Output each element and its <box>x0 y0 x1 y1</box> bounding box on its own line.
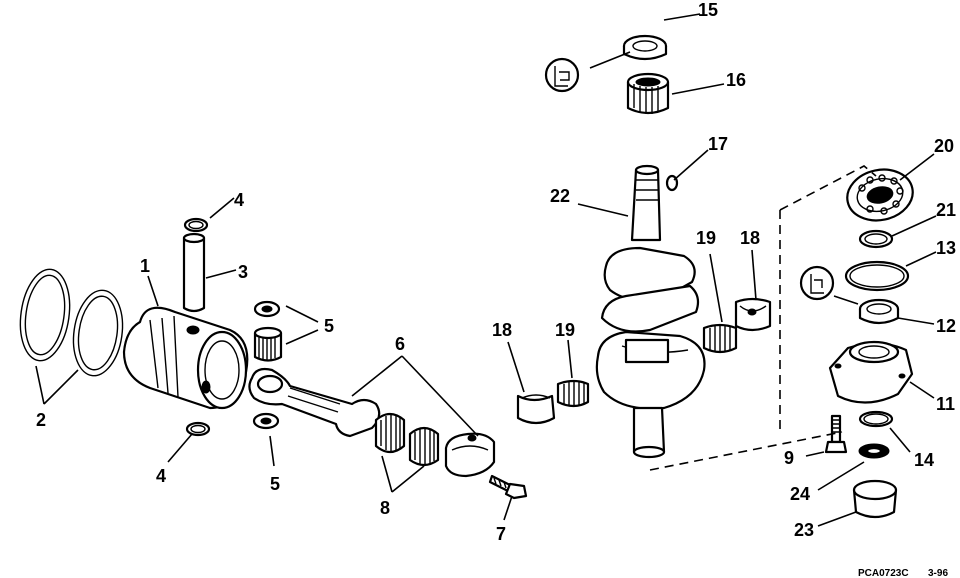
callout-19-right: 19 <box>696 228 716 248</box>
sealant-symbol-top <box>544 57 580 93</box>
callout-17: 17 <box>708 134 728 154</box>
retaining-ring-lower <box>185 421 211 437</box>
callout-20: 20 <box>934 136 954 156</box>
callout-2: 2 <box>36 410 46 430</box>
callout-21: 21 <box>936 200 956 220</box>
connecting-rod-cap <box>444 432 496 478</box>
crankshaft-bearing-half-18-left <box>516 394 556 425</box>
retaining-ring-21 <box>858 229 894 249</box>
callout-24: 24 <box>790 484 810 504</box>
o-ring-13 <box>844 260 910 292</box>
seal-15 <box>622 34 668 61</box>
needle-bearing-16 <box>626 72 670 115</box>
callout-4-lower: 4 <box>156 466 166 486</box>
callout-13: 13 <box>936 238 956 258</box>
crankshaft-bearing-half-18-right <box>734 297 772 332</box>
crankshaft-bearing-cage-19-right <box>702 323 738 354</box>
figure-ref-date: 3-96 <box>928 568 948 578</box>
figure-ref-code: PCA0723C <box>858 568 909 578</box>
callout-18-left: 18 <box>492 320 512 340</box>
callout-23: 23 <box>794 520 814 540</box>
callout-3: 3 <box>238 262 248 282</box>
callout-18-right: 18 <box>740 228 760 248</box>
lower-bearing-housing <box>828 340 914 404</box>
rod-needle-bearing-1 <box>374 412 406 454</box>
crankshaft <box>595 164 706 459</box>
piston-rings <box>19 268 124 377</box>
callout-5-lower: 5 <box>270 474 280 494</box>
washer-24 <box>858 443 890 459</box>
retaining-ring-upper <box>183 217 209 233</box>
callout-12: 12 <box>936 316 956 336</box>
callout-14: 14 <box>914 450 934 470</box>
wrist-pin <box>182 232 206 313</box>
needle-bearing-wrist-pin <box>253 326 283 362</box>
seal-cap-23 <box>852 479 898 519</box>
crankshaft-bearing-cage-19-left <box>556 379 590 408</box>
callout-1: 1 <box>140 256 150 276</box>
callout-22: 22 <box>550 186 570 206</box>
callout-15: 15 <box>698 0 718 20</box>
sealant-symbol-right <box>799 265 835 301</box>
callout-11: 11 <box>936 394 955 414</box>
figure-reference: PCA0723C 3-96 <box>858 568 948 578</box>
rod-cap-screw <box>488 474 528 500</box>
callout-5-upper: 5 <box>324 316 334 336</box>
callout-8: 8 <box>380 498 390 518</box>
thrust-washer-upper <box>253 300 281 318</box>
ball-bearing-20 <box>846 168 914 222</box>
callout-19-left: 19 <box>555 320 575 340</box>
assembly-dashed-lines <box>649 165 877 471</box>
piston <box>122 306 249 410</box>
callout-labels: 1 2 3 4 4 5 5 6 7 8 9 11 12 13 14 15 16 … <box>36 0 956 544</box>
callout-16: 16 <box>726 70 746 90</box>
callout-6: 6 <box>395 334 405 354</box>
callout-4-upper: 4 <box>234 190 244 210</box>
rod-needle-bearing-2 <box>408 426 440 467</box>
callout-7: 7 <box>496 524 506 544</box>
seal-12 <box>858 298 900 325</box>
thrust-washer-lower <box>252 412 280 430</box>
leader-lines <box>35 13 937 527</box>
o-ring-14 <box>858 410 894 428</box>
callout-9: 9 <box>784 448 794 468</box>
